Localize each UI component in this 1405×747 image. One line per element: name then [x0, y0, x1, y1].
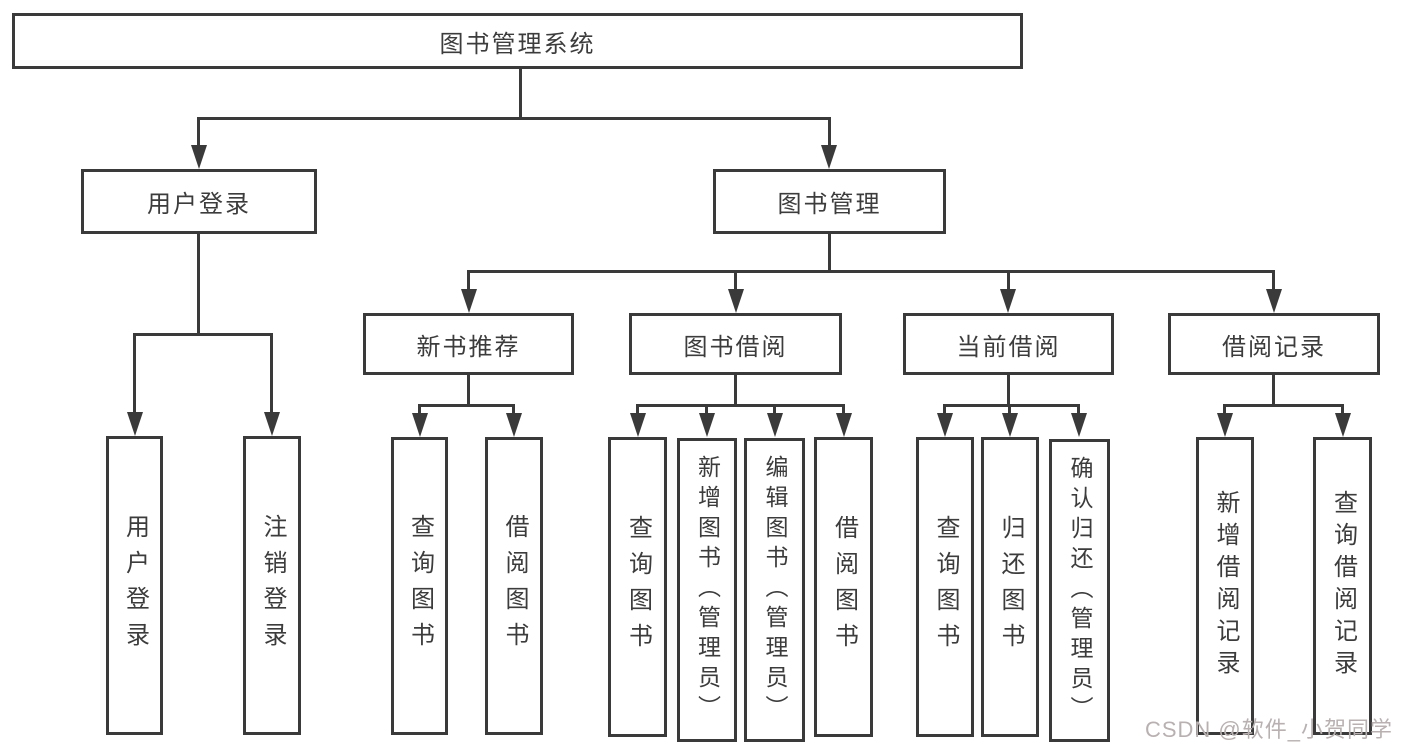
arrowhead-down: [1335, 413, 1351, 437]
arrowhead-down: [630, 413, 646, 437]
connector-line: [842, 404, 845, 416]
arrowhead-down: [461, 289, 477, 313]
connector-line: [467, 373, 470, 406]
arrowhead-down: [1000, 289, 1016, 313]
node-root-library-system: 图书管理系统: [12, 13, 1023, 69]
node-book-management: 图书管理: [713, 169, 946, 234]
connector-line: [133, 333, 136, 414]
node-query-book: 查询图书: [608, 437, 667, 737]
node-query-borrow-record: 查询借阅记录: [1313, 437, 1372, 735]
node-label: 查询图书: [932, 515, 959, 659]
arrowhead-down: [728, 289, 744, 313]
connector-line: [1077, 404, 1080, 416]
arrowhead-down: [836, 413, 852, 437]
connector-line: [636, 404, 639, 416]
arrowhead-down: [1002, 413, 1018, 437]
connector-line: [270, 333, 273, 414]
node-add-borrow-record: 新增借阅记录: [1196, 437, 1254, 735]
node-edit-book-admin: 编辑图书（管理员）: [744, 438, 805, 742]
node-user-login-leaf: 用户登录: [106, 436, 163, 735]
node-borrowing-records: 借阅记录: [1168, 313, 1380, 375]
node-label: 图书管理系统: [439, 30, 596, 58]
connector-line: [734, 270, 737, 292]
connector-line: [828, 117, 831, 147]
connector-line: [734, 373, 737, 406]
node-label: 借阅图书: [830, 515, 858, 659]
connector-line: [636, 404, 845, 407]
connector-line: [467, 270, 470, 292]
connector-line: [1007, 373, 1010, 406]
arrowhead-down: [264, 412, 280, 436]
connector-line: [197, 117, 200, 147]
connector-line: [1272, 373, 1275, 406]
node-new-book-recommend: 新书推荐: [363, 313, 574, 375]
connector-line: [1008, 404, 1011, 416]
connector-line: [943, 404, 1080, 407]
connector-line: [418, 404, 421, 416]
node-current-borrowing: 当前借阅: [903, 313, 1114, 375]
node-label: 查询图书: [624, 515, 652, 659]
connector-line: [418, 404, 515, 407]
csdn-watermark: CSDN @软件_小贺同学: [1144, 717, 1393, 742]
arrowhead-down: [1071, 413, 1087, 437]
connector-line: [828, 231, 831, 273]
node-label: 用户登录: [121, 513, 149, 658]
arrowhead-down: [821, 145, 837, 169]
node-label: 借阅图书: [501, 514, 528, 658]
arrowhead-down: [767, 413, 783, 437]
connector-line: [1007, 270, 1010, 292]
connector-line: [197, 117, 831, 120]
connector-line: [705, 404, 708, 416]
node-label: 注销登录: [259, 513, 286, 658]
arrowhead-down: [1217, 413, 1233, 437]
node-logout: 注销登录: [243, 436, 301, 735]
node-label: 图书管理: [777, 191, 882, 218]
node-return-book: 归还图书: [981, 437, 1039, 737]
arrowhead-down: [699, 413, 715, 437]
arrowhead-down: [127, 412, 143, 436]
node-label: 图书借阅: [683, 333, 788, 361]
node-label: 查询借阅记录: [1329, 490, 1357, 682]
node-label: 用户登录: [147, 191, 251, 218]
arrowhead-down: [412, 413, 428, 437]
node-label: 新书推荐: [416, 333, 521, 361]
node-add-book-admin: 新增图书（管理员）: [677, 438, 737, 742]
node-label: 编辑图书（管理员）: [762, 455, 788, 725]
node-query-book: 查询图书: [391, 437, 448, 735]
node-book-borrowing: 图书借阅: [629, 313, 842, 375]
connector-line: [1341, 404, 1344, 416]
connector-line: [1223, 404, 1343, 407]
node-label: 当前借阅: [956, 333, 1061, 361]
connector-line: [1272, 270, 1275, 292]
connector-line: [1223, 404, 1226, 416]
node-borrow-book: 借阅图书: [814, 437, 873, 737]
arrowhead-down: [1266, 289, 1282, 313]
connector-line: [133, 333, 273, 336]
arrowhead-down: [506, 413, 522, 437]
node-label: 新增借阅记录: [1212, 490, 1239, 682]
connector-line: [467, 270, 1275, 273]
arrowhead-down: [937, 413, 953, 437]
connector-line: [512, 404, 515, 416]
connector-line: [197, 232, 200, 335]
node-label: 借阅记录: [1222, 333, 1326, 361]
node-user-login: 用户登录: [81, 169, 317, 234]
node-label: 归还图书: [997, 515, 1024, 659]
connector-line: [519, 66, 522, 119]
node-label: 新增图书（管理员）: [694, 455, 721, 725]
node-query-book: 查询图书: [916, 437, 974, 737]
node-label: 查询图书: [406, 514, 434, 658]
connector-line: [773, 404, 776, 416]
node-label: 确认归还（管理员）: [1067, 455, 1093, 726]
connector-line: [943, 404, 946, 416]
node-borrow-book: 借阅图书: [485, 437, 543, 735]
node-confirm-return-admin: 确认归还（管理员）: [1049, 439, 1110, 742]
arrowhead-down: [191, 145, 207, 169]
